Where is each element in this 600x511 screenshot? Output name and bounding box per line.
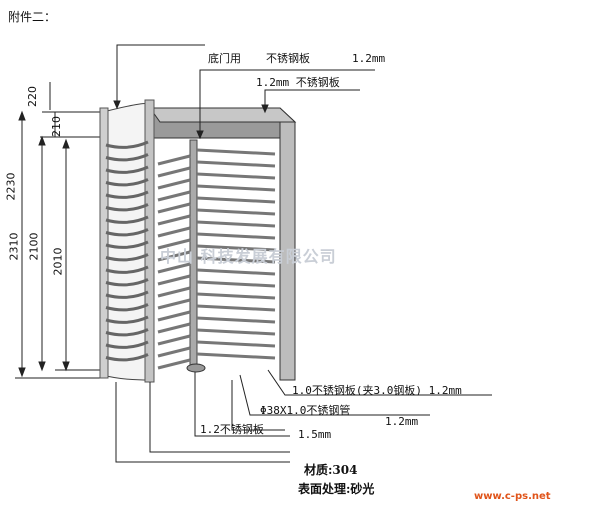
dim-2230-label: 2230 (4, 172, 18, 201)
cage-bar (105, 340, 149, 349)
rotor-arm (196, 172, 276, 180)
rotor-arm (157, 166, 191, 178)
bottom-door-label: 底门用 (208, 52, 241, 65)
cage-bar (105, 315, 149, 324)
rotor-arm (196, 196, 276, 204)
dim-2310-label: 2310 (7, 232, 21, 261)
cage-bar (105, 290, 149, 299)
leader-top-plate (199, 69, 375, 138)
rotor-arm (196, 304, 276, 312)
rotor-arm (196, 256, 276, 264)
company-watermark: 中山 科技发展有限公司 (160, 247, 337, 266)
rotor-arm (157, 298, 191, 310)
rotor-arm (196, 328, 276, 336)
leader-bottom-door (116, 44, 205, 108)
rotor-arm (196, 208, 276, 216)
rotor-arm (157, 250, 191, 262)
dim-210-label: 210 (50, 116, 63, 137)
rotor-arm (196, 340, 276, 348)
rotor-arm (157, 346, 191, 358)
leader-base-b (149, 382, 290, 453)
rotor-arm (196, 232, 276, 240)
rotor-arm (157, 322, 191, 334)
dim-2010-label: 2010 (51, 247, 65, 276)
cage-bar (105, 228, 149, 237)
rotor-arm (196, 268, 276, 276)
rotor-arm (196, 292, 276, 300)
leader-tube-b (231, 380, 285, 431)
rotor-arm (157, 154, 191, 166)
rotor-arm (157, 202, 191, 214)
rotor-arm (196, 280, 276, 288)
cage-bar (105, 240, 149, 249)
dim-2100-label: 2100 (27, 232, 41, 261)
cage-bar (105, 215, 149, 224)
steel-tube-label: Φ38X1.0不锈钢管 (260, 404, 351, 417)
rotor-arm (157, 238, 191, 250)
dim-220-label: 220 (26, 86, 39, 107)
surface-label: 表面处理:砂光 (298, 482, 375, 496)
cage-bar (105, 153, 149, 162)
rotor-arm (196, 244, 276, 252)
website-watermark: www.c-ps.net (474, 491, 551, 502)
cage-bar (105, 165, 149, 174)
rotor-arm (157, 262, 191, 274)
rotor-arm (157, 274, 191, 286)
rotor-arm (196, 220, 276, 228)
cage-bar (105, 140, 149, 149)
rotor-arm (196, 316, 276, 324)
cage-bar (105, 303, 149, 312)
base-plate-label: 1.2不锈钢板 (200, 423, 264, 436)
rotor-arm (196, 160, 276, 168)
bottom-door-thickness: 1.2mm (352, 52, 386, 65)
rotor-arm (196, 148, 276, 156)
rotor-arm (157, 226, 191, 238)
rotor-arm (157, 286, 191, 298)
cage-bar (105, 353, 149, 362)
rotor-arms (157, 148, 276, 370)
rotor-arm (196, 352, 276, 360)
steel-tube-thickness: 1.2mm (385, 415, 419, 428)
rotor-arm (157, 334, 191, 346)
cage-bar (105, 278, 149, 287)
rotor-arm (157, 178, 191, 190)
leader-base (194, 372, 290, 437)
cage-bar (105, 253, 149, 262)
rotor-arm (157, 214, 191, 226)
turnstile-body (99, 99, 297, 383)
cage-bar (105, 178, 149, 187)
rotor-arm (157, 358, 191, 370)
cage-bar (105, 328, 149, 337)
leader-frame (115, 382, 290, 463)
bottom-door-plate-label: 不锈钢板 (266, 52, 310, 65)
side-plate-label: 1.0不锈钢板(夹3.0钢板) 1.2mm (292, 384, 462, 397)
material-label: 材质:304 (304, 463, 358, 477)
rotor-arm (196, 184, 276, 192)
top-plate-label: 1.2mm 不锈钢板 (256, 76, 340, 89)
leader-tube (239, 374, 430, 416)
cage-bar (105, 203, 149, 212)
rotor-arm (157, 190, 191, 202)
cage-bar (105, 190, 149, 199)
attachment-label: 附件二： (8, 10, 57, 24)
cage-bars (105, 140, 149, 362)
base-plate-thickness: 1.5mm (298, 428, 332, 441)
rotor-arm (157, 310, 191, 322)
leader-side-plate (267, 369, 492, 396)
cage-bar (105, 265, 149, 274)
